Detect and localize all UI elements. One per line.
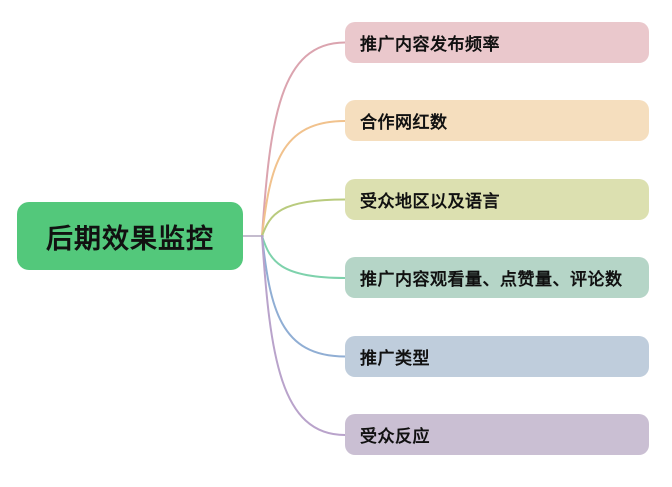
connector-branch-5 (261, 235, 346, 358)
branch-topic-audience-reaction[interactable]: 受众反应 (345, 414, 649, 455)
connector-branch-3 (261, 198, 346, 237)
branch-topic-views-likes-comments[interactable]: 推广内容观看量、点赞量、评论数 (345, 257, 649, 298)
branch-topic-promotion-type[interactable]: 推广类型 (345, 336, 649, 377)
branch-topic-audience-region-language[interactable]: 受众地区以及语言 (345, 179, 649, 220)
connector-branch-1 (261, 41, 346, 237)
branch-topic-influencer-count[interactable]: 合作网红数 (345, 100, 649, 141)
connector-branch-6 (261, 235, 346, 436)
branch-topic-publish-frequency[interactable]: 推广内容发布频率 (345, 22, 649, 63)
connector-branch-2 (261, 120, 346, 237)
connector-branch-4 (261, 235, 346, 279)
root-topic[interactable]: 后期效果监控 (17, 202, 243, 270)
